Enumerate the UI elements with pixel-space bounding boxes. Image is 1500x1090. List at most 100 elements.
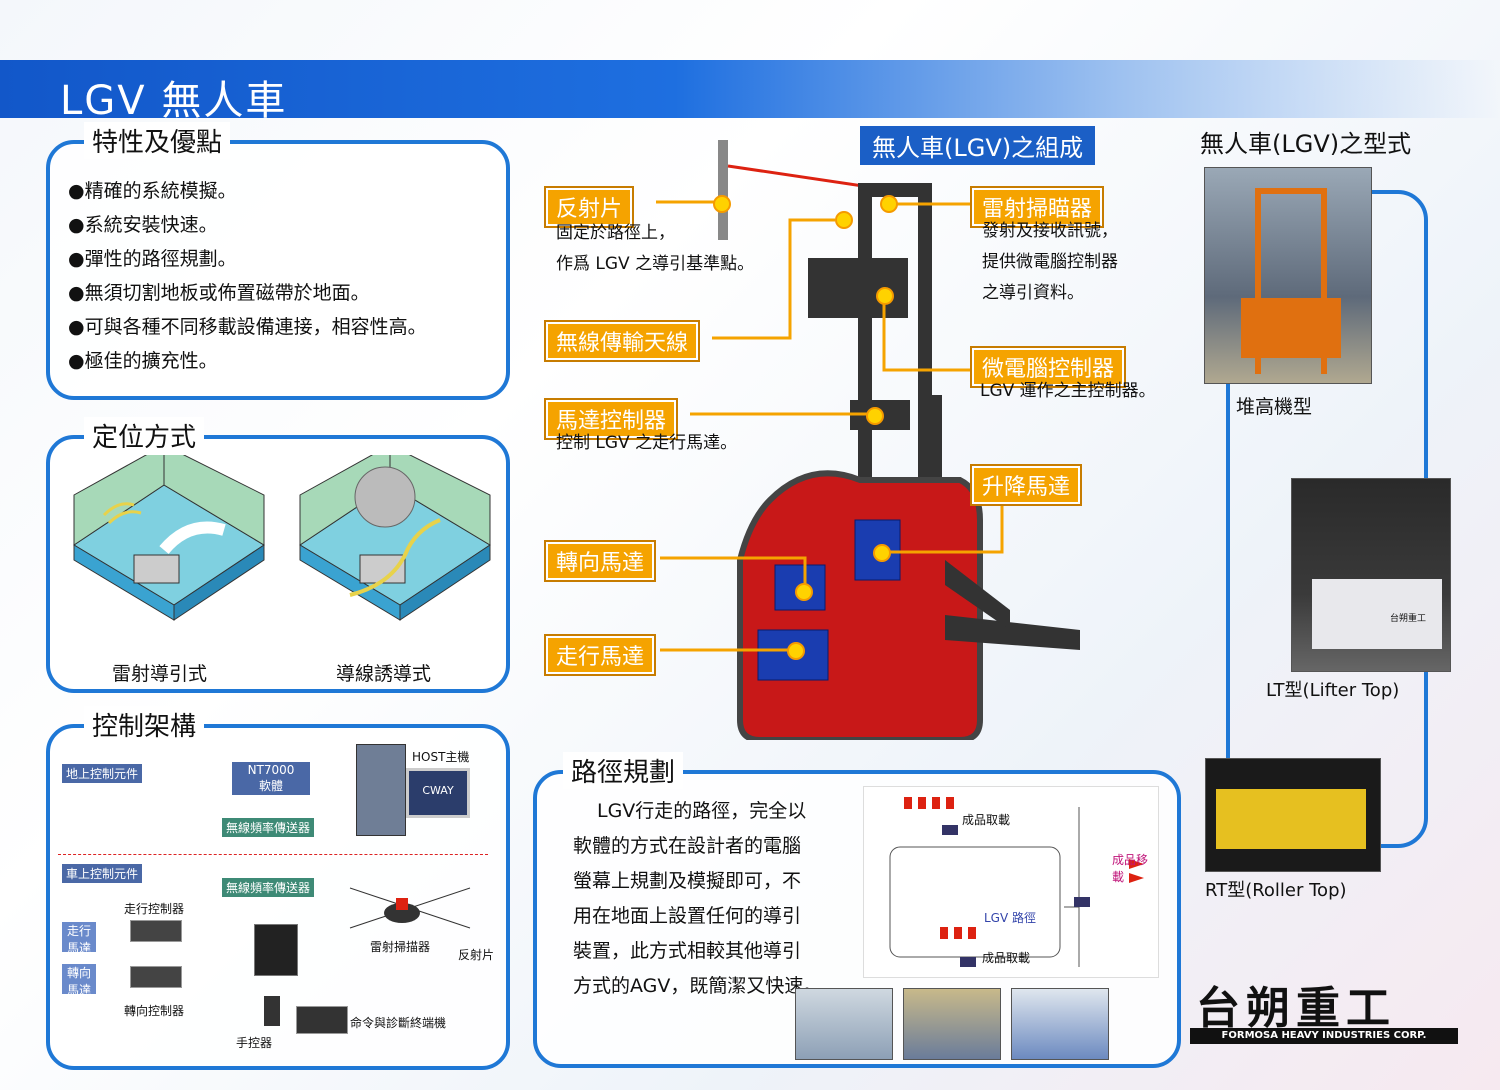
route-diagram: 成品取載 成品取載 成品移載 LGV 路徑 — [863, 786, 1159, 978]
reflector-point — [713, 195, 731, 213]
laser-scanner-illustration — [349, 887, 471, 929]
brand-logo-cn: 台朔重工 — [1196, 983, 1396, 1034]
laser-scanner-label: 雷射掃描器 — [370, 940, 431, 954]
control-panel: 控制架構 地上控制元件 NT7000 軟體 HOST主機 CWAY 無線頻率傳送… — [46, 706, 510, 1070]
micro-desc: LGV 運作之主控制器。 — [980, 381, 1156, 401]
rt-label: RT型(Roller Top) — [1205, 880, 1347, 901]
stacker-label: 堆高機型 — [1236, 396, 1313, 418]
steer-tag: 轉向馬達 — [546, 542, 655, 580]
steer-controller-label: 轉向控制器 — [124, 1004, 185, 1018]
route-panel: 路徑規劃 LGV行走的路徑，完全以 軟體的方式在設計者的電腦 螢幕上規劃及模擬即… — [533, 752, 1181, 1068]
text-line: 軟體的方式在設計者的電腦 — [573, 835, 802, 857]
vehicle-group-label: 車上控制元件 — [62, 864, 143, 883]
motor-ctrl-tag: 馬達控制器 — [546, 400, 677, 438]
lgv-vehicle-illustration — [718, 140, 1080, 740]
route-paths — [889, 797, 1144, 967]
stacker-mast — [1255, 188, 1327, 374]
laser-point — [880, 195, 898, 213]
route-title: 路徑規劃 — [563, 752, 684, 789]
route-photo-1 — [795, 988, 893, 1060]
page-title: LGV 無人車 — [60, 78, 288, 124]
features-list: ●精確的系統模擬。 ●系統安裝快速。 ●彈性的路徑規劃。 ●無須切割地板或佈置磁… — [68, 174, 427, 378]
lift-tag: 升降馬達 — [972, 466, 1081, 504]
steer-motor-box: 轉向 馬達 — [62, 964, 96, 997]
lt-photo: 台朔重工 — [1291, 478, 1451, 672]
text-line: 裝置，此方式相較其他導引 — [573, 940, 802, 962]
antenna-point — [835, 211, 853, 229]
drive-motor-box: 走行 馬達 — [62, 922, 96, 955]
laser-guidance-illustration — [73, 455, 265, 621]
laser-guidance-label: 雷射導引式 — [112, 663, 208, 685]
drive-tag: 走行馬達 — [546, 636, 655, 674]
wire-guidance-label: 導線誘導式 — [336, 663, 432, 685]
motor-ctrl-desc: 控制 LGV 之走行馬達。 — [556, 433, 738, 453]
features-panel: 特性及優點 ●精確的系統模擬。 ●系統安裝快速。 ●彈性的路徑規劃。 ●無須切割… — [46, 122, 510, 400]
list-item: ●可與各種不同移載設備連接，相容性高。 — [68, 316, 427, 338]
composition-title: 無人車(LGV)之組成 — [860, 126, 1096, 165]
pick-label-1: 成品取載 — [962, 813, 1011, 827]
route-text: LGV行走的路徑，完全以 軟體的方式在設計者的電腦 螢幕上規劃及模擬即可，不 用… — [573, 794, 822, 1004]
laser-tag: 雷射掃瞄器 — [972, 188, 1103, 226]
lt-badge: 台朔重工 — [1390, 614, 1427, 624]
list-item: ●系統安裝快速。 — [68, 214, 218, 236]
list-item: ●無須切割地板或佈置磁帶於地面。 — [68, 282, 370, 304]
reflector-label: 反射片 — [458, 948, 495, 962]
stacker-body — [1241, 298, 1341, 358]
route-photo-3 — [1011, 988, 1109, 1060]
laser-desc: 發射及接收訊號， 提供微電腦控制器 之導引資料。 — [982, 216, 1118, 309]
steer-point — [795, 583, 813, 601]
handheld-label: 手控器 — [236, 1036, 273, 1050]
lt-body — [1312, 579, 1442, 649]
rt-body — [1216, 789, 1366, 849]
ground-group-label: 地上控制元件 — [62, 764, 143, 783]
handheld-icon — [264, 996, 280, 1026]
micro-point — [876, 287, 894, 305]
desc-line: 發射及接收訊號， — [982, 221, 1118, 241]
path-label: LGV 路徑 — [984, 911, 1037, 925]
terminal-label: 命令與診斷終端機 — [350, 1016, 447, 1030]
host-label: HOST主機 — [412, 750, 470, 764]
desc-line: 提供微電腦控制器 — [982, 252, 1118, 272]
text-line: 螢幕上規劃及模擬即可，不 — [573, 870, 802, 892]
wire-guidance-illustration — [299, 455, 491, 621]
lt-label: LT型(Lifter Top) — [1266, 680, 1400, 701]
motor-ctrl-point — [866, 407, 884, 425]
desc-line: 固定於路徑上， — [556, 223, 675, 243]
control-title: 控制架構 — [84, 706, 205, 743]
desc-line: 作爲 LGV 之導引基準點。 — [556, 254, 755, 274]
text-line: LGV行走的路徑，完全以 — [597, 800, 807, 822]
tx-label-2: 無線頻率傳送器 — [222, 878, 315, 897]
host-monitor-icon: CWAY — [406, 768, 470, 818]
positioning-panel: 定位方式 雷射導引式 導線誘導式 — [46, 417, 510, 693]
main-controller-icon — [254, 924, 298, 976]
nt7000-box: NT7000 軟體 — [232, 762, 310, 795]
positioning-title: 定位方式 — [84, 417, 205, 454]
brand-logo-en: FORMOSA HEAVY INDUSTRIES CORP. — [1190, 1028, 1458, 1044]
pick-label-2: 成品取載 — [982, 951, 1031, 965]
micro-tag: 微電腦控制器 — [972, 348, 1125, 386]
text-line: 用在地面上設置任何的導引 — [573, 905, 802, 927]
antenna-tag: 無線傳輸天線 — [546, 322, 699, 360]
desc-line: 之導引資料。 — [982, 283, 1084, 303]
reflector-desc: 固定於路徑上， 作爲 LGV 之導引基準點。 — [556, 218, 754, 280]
text-line: 方式的AGV，既簡潔又快速。 — [573, 975, 823, 997]
divider — [58, 854, 488, 855]
tx-label-1: 無線頻率傳送器 — [222, 818, 315, 837]
features-title: 特性及優點 — [84, 122, 231, 159]
reflector-tag: 反射片 — [546, 188, 633, 226]
move-label: 成品移載 — [1112, 853, 1149, 884]
list-item: ●精確的系統模擬。 — [68, 180, 237, 202]
host-server-icon — [356, 744, 406, 836]
title-bar — [0, 60, 1500, 118]
list-item: ●極佳的擴充性。 — [68, 350, 218, 372]
terminal-icon — [296, 1006, 348, 1034]
types-title: 無人車(LGV)之型式 — [1200, 130, 1412, 158]
lift-point — [873, 544, 891, 562]
rt-photo — [1205, 758, 1381, 872]
drive-controller-icon — [130, 920, 182, 942]
callout-lines — [656, 200, 1004, 652]
drive-point — [787, 642, 805, 660]
list-item: ●彈性的路徑規劃。 — [68, 248, 237, 270]
drive-controller-label: 走行控制器 — [124, 902, 185, 916]
route-photo-2 — [903, 988, 1001, 1060]
